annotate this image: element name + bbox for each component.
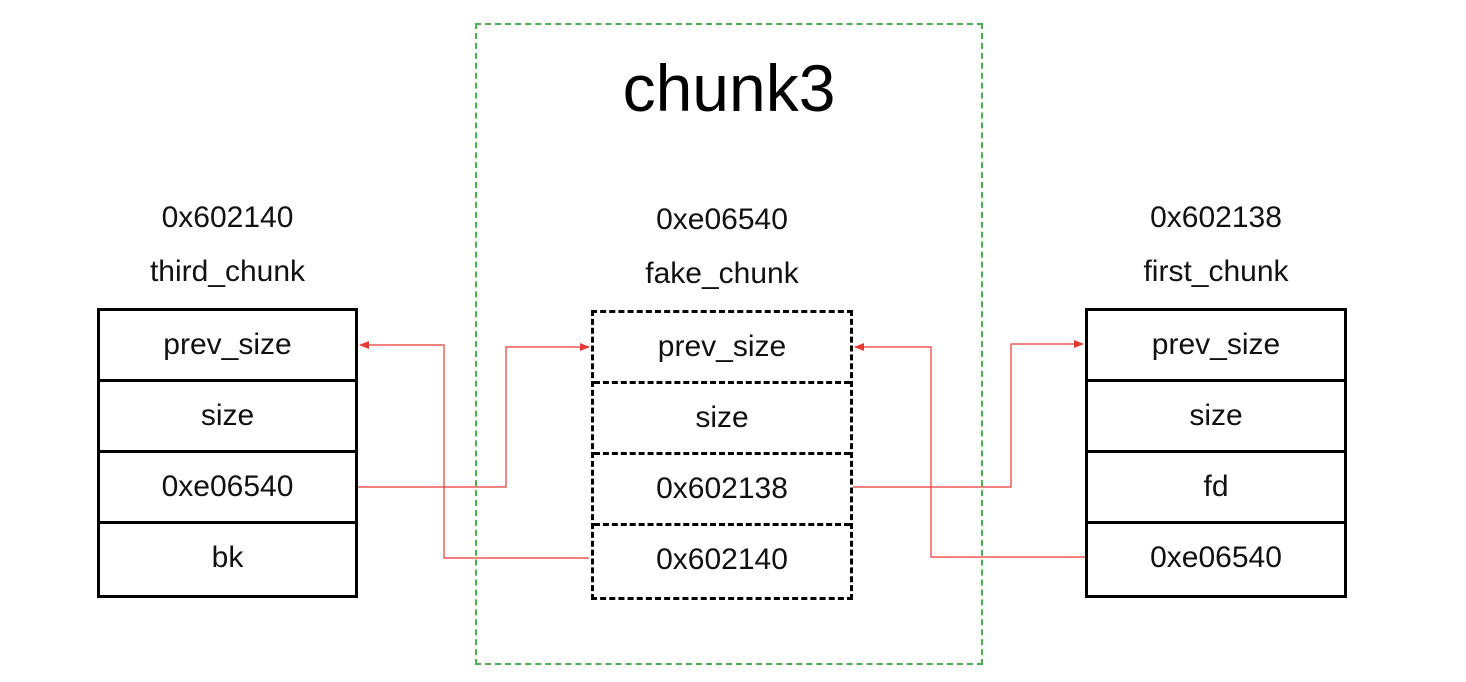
fake-chunk-field-prev-size: prev_size xyxy=(594,313,850,384)
third-chunk-field-size: size xyxy=(100,382,355,453)
fake-chunk-name: fake_chunk xyxy=(645,257,799,290)
first-chunk-name: first_chunk xyxy=(1143,255,1289,288)
fake-chunk-fields: prev_size size 0x602138 0x602140 xyxy=(591,310,853,600)
third-chunk-name: third_chunk xyxy=(149,255,306,288)
chunk3-group-title: chunk3 xyxy=(622,51,836,125)
third-chunk-field-fd: 0xe06540 xyxy=(100,453,355,524)
first-chunk-field-size: size xyxy=(1088,382,1344,453)
fake-chunk-field-bk: 0x602140 xyxy=(656,543,788,576)
fake-chunk: 0xe06540 fake_chunk prev_size size 0x602… xyxy=(591,203,853,600)
first-chunk-field-bk: 0xe06540 xyxy=(1150,541,1282,574)
fake-chunk-field-fd: 0x602138 xyxy=(594,455,850,526)
first-chunk-fields: prev_size size fd 0xe06540 xyxy=(1085,308,1347,598)
third-chunk-fields: prev_size size 0xe06540 bk xyxy=(97,308,358,598)
third-chunk: 0x602140 third_chunk prev_size size 0xe0… xyxy=(97,201,358,598)
fake-chunk-field-size: size xyxy=(594,384,850,455)
third-chunk-address: 0x602140 xyxy=(161,201,294,234)
third-chunk-field-prev-size: prev_size xyxy=(100,311,355,382)
first-chunk-field-prev-size: prev_size xyxy=(1088,311,1344,382)
third-chunk-field-bk: bk xyxy=(211,541,244,574)
first-chunk: 0x602138 first_chunk prev_size size fd 0… xyxy=(1085,201,1347,598)
first-chunk-field-fd: fd xyxy=(1088,453,1344,524)
fake-chunk-address: 0xe06540 xyxy=(656,203,788,236)
first-chunk-address: 0x602138 xyxy=(1150,201,1282,234)
